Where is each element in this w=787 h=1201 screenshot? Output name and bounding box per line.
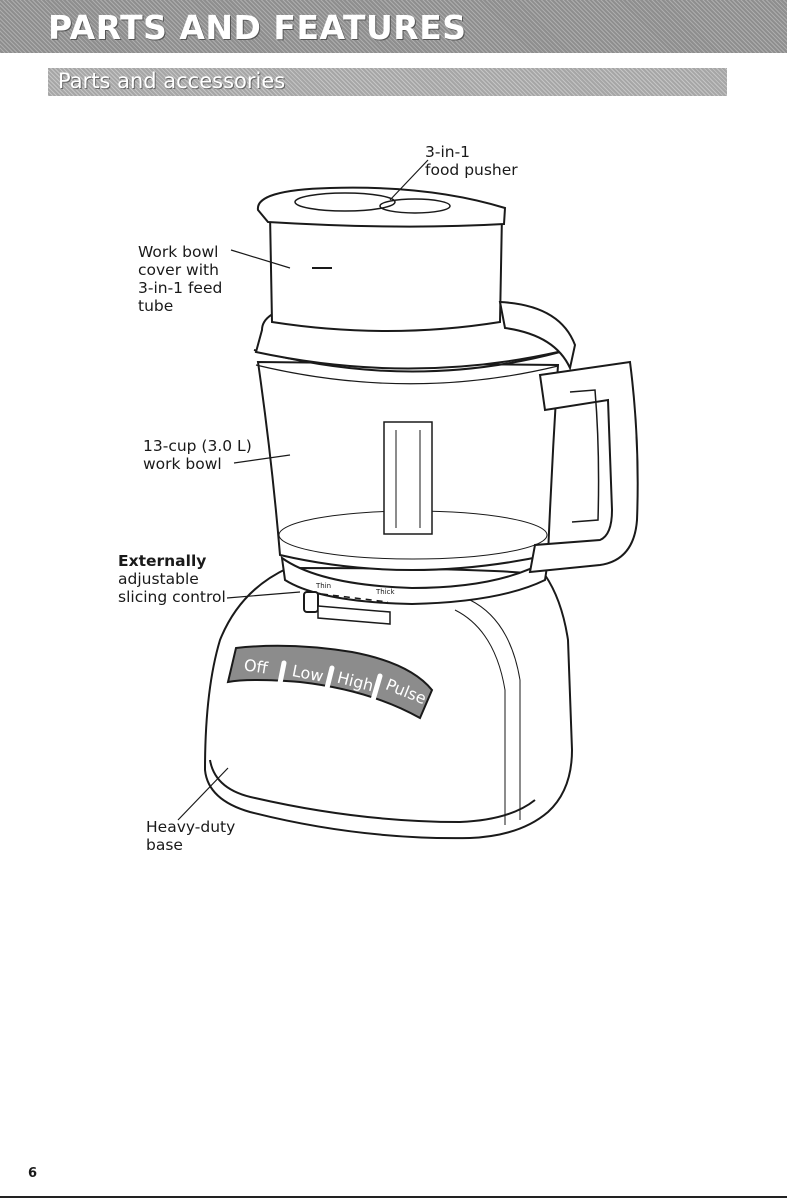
label-slicing-control: Externally adjustable slicing control — [118, 552, 226, 606]
food-pusher — [258, 188, 505, 227]
speed-off: Off — [243, 655, 269, 677]
label-work-bowl-cover: Work bowl cover with 3-in-1 feed tube — [138, 243, 222, 315]
page-number: 6 — [28, 1166, 37, 1181]
slicing-lever — [304, 592, 318, 612]
label-food-pusher: 3-in-1 food pusher — [425, 143, 518, 179]
label-work-bowl: 13-cup (3.0 L) work bowl — [143, 437, 252, 473]
slicing-thin-label: Thin — [316, 582, 331, 590]
slicing-thick-label: Thick — [376, 588, 395, 596]
feed-tube — [270, 214, 502, 331]
bottom-rule — [0, 1196, 787, 1198]
bowl-stem — [384, 422, 432, 534]
label-base: Heavy-duty base — [146, 818, 235, 854]
